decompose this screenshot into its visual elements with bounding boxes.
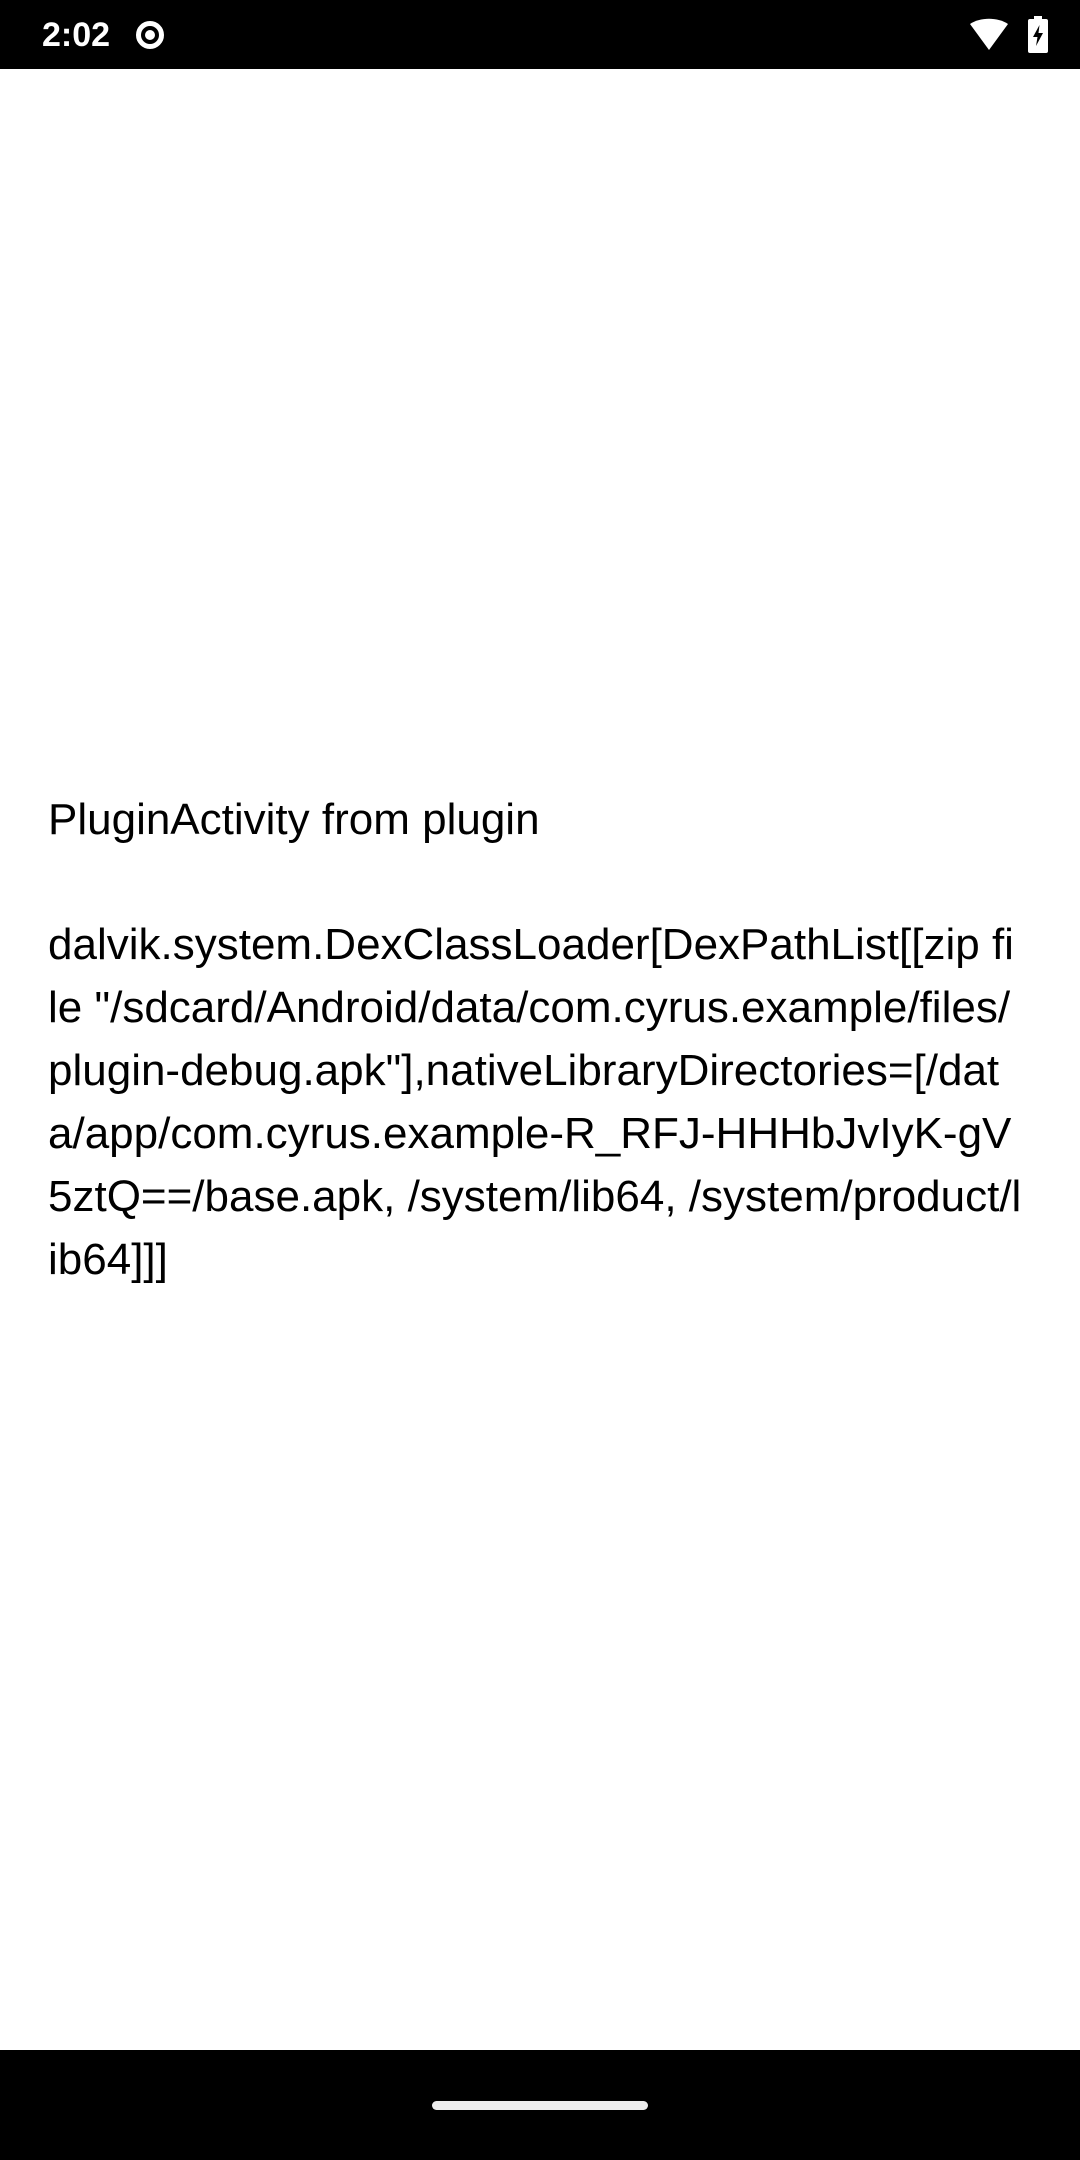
plugin-activity-heading: PluginActivity from plugin [48,795,540,844]
gesture-home-handle[interactable] [432,2100,648,2110]
wifi-icon [968,18,1010,52]
activity-content: PluginActivity from plugin dalvik.system… [0,69,1080,2050]
notification-dot-icon [136,20,165,49]
text-spacer [48,851,1032,913]
battery-charging-icon [1026,15,1050,54]
status-bar: 2:02 [0,0,1080,69]
class-loader-text: dalvik.system.DexClassLoader[DexPathList… [48,920,1022,1284]
system-navigation-bar [0,2050,1080,2160]
status-bar-left: 2:02 [42,15,165,54]
status-bar-right [968,15,1050,54]
text-block: PluginActivity from plugin dalvik.system… [48,789,1032,1291]
status-bar-clock: 2:02 [42,15,111,54]
